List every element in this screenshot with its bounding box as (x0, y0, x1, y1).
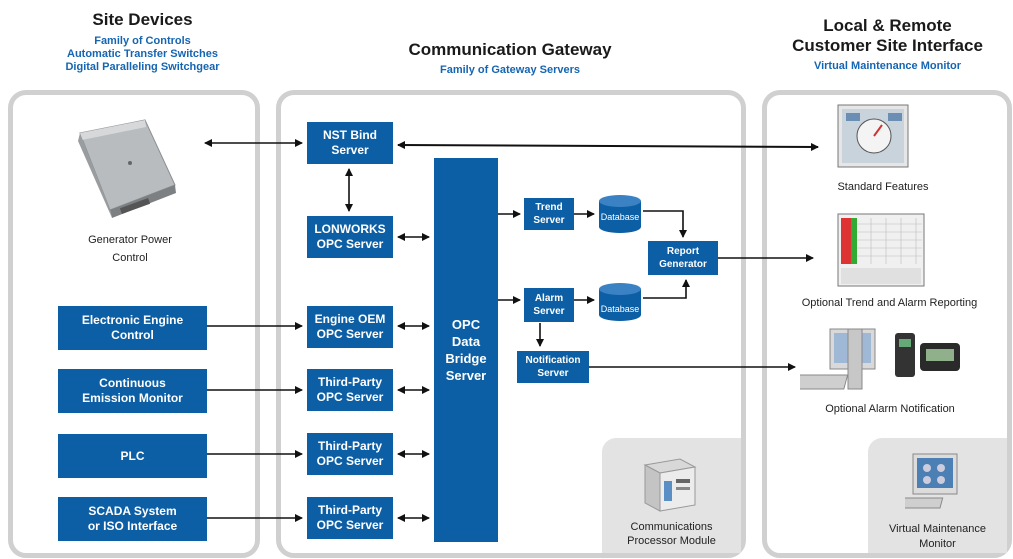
scada-box: SCADA System or ISO Interface (58, 497, 207, 541)
generator-label: Generator Power Control (60, 233, 200, 265)
report-generator-line1: Report (666, 246, 700, 257)
customer-sub1: Virtual Maintenance Monitor (813, 60, 962, 72)
gateway-sub1: Family of Gateway Servers (439, 64, 580, 76)
comm-processor-label: Communications Processor Module (602, 520, 741, 548)
site-devices-sub2: Automatic Transfer Switches (67, 48, 218, 60)
third-party-1-line2: OPC Server (316, 390, 384, 404)
plc-box: PLC (58, 434, 207, 478)
notification-server-line2: Server (537, 368, 569, 379)
vmm-image (905, 453, 958, 509)
standard-features-image (837, 104, 909, 168)
gateway-header: Communication Gateway Family of Gateway … (370, 40, 650, 77)
database-1-label: Database (600, 212, 640, 222)
emission-monitor-line2: Emission Monitor (82, 391, 183, 405)
opc-bridge-line1: OPC (451, 317, 481, 332)
scada-line1: SCADA System (88, 504, 177, 518)
electronic-engine-line2: Control (111, 328, 154, 342)
database-2-cylinder (599, 283, 641, 321)
third-party-3-line1: Third-Party (317, 503, 382, 517)
trend-server-line2: Server (533, 215, 565, 226)
gateway-title: Communication Gateway (408, 40, 612, 59)
comm-processor-line2: Processor Module (627, 535, 716, 547)
opc-bridge-line4: Server (445, 368, 487, 383)
generator-power-control-image (78, 119, 176, 218)
alarm-notification-label: Optional Alarm Notification (825, 403, 955, 415)
comm-processor-line1: Communications (630, 521, 713, 533)
alarm-notification-image (800, 328, 960, 390)
nst-bind-line1: NST Bind (323, 128, 377, 142)
third-party-2-line1: Third-Party (317, 439, 382, 453)
customer-header: Local & Remote Customer Site Interface V… (765, 16, 1010, 73)
arrow-nst-standard (397, 141, 819, 151)
database-1-cylinder (599, 195, 641, 233)
opc-bridge-line3: Bridge (445, 351, 487, 366)
trend-server-line1: Trend (535, 202, 563, 213)
database-2-label: Database (600, 304, 640, 314)
alarm-server-line1: Alarm (534, 293, 564, 304)
standard-features-label: Standard Features (837, 181, 929, 193)
arrow-db2-report (643, 279, 690, 299)
opc-data-bridge-server-box: OPC Data Bridge Server (434, 158, 498, 542)
arrow-db1-report (643, 210, 687, 238)
generator-label-line1: Generator Power (88, 234, 172, 246)
engine-oem-line2: OPC Server (316, 327, 384, 341)
site-devices-header: Site Devices Family of Controls Automati… (20, 10, 265, 74)
plc-label: PLC (120, 449, 145, 463)
site-devices-sub3: Digital Paralleling Switchgear (65, 61, 220, 73)
comm-processor-image (643, 458, 697, 512)
third-party-1-line1: Third-Party (317, 375, 382, 389)
report-generator-line2: Generator (659, 259, 707, 270)
notification-server-line1: Notification (525, 355, 581, 366)
site-devices-sub1: Family of Controls (94, 35, 191, 47)
vmm-line2: Monitor (919, 538, 956, 550)
engine-oem-line1: Engine OEM (314, 312, 386, 326)
customer-title2: Customer Site Interface (792, 36, 983, 55)
alarm-server-line2: Server (533, 306, 565, 317)
emission-monitor-line1: Continuous (99, 376, 166, 390)
emission-monitor-box: Continuous Emission Monitor (58, 369, 207, 413)
third-party-2-line2: OPC Server (316, 454, 384, 468)
vmm-line1: Virtual Maintenance (888, 523, 987, 535)
scada-line2: or ISO Interface (87, 519, 178, 533)
lonworks-line1: LONWORKS (314, 222, 386, 236)
nst-bind-line2: Server (331, 143, 369, 157)
trend-reporting-image (837, 213, 925, 287)
third-party-3-line2: OPC Server (316, 518, 384, 532)
vmm-label: Virtual Maintenance Monitor (868, 522, 1007, 552)
lonworks-line2: OPC Server (316, 237, 384, 251)
generator-label-line2: Control (112, 252, 148, 264)
electronic-engine-line1: Electronic Engine (81, 313, 184, 327)
electronic-engine-control-box: Electronic Engine Control (58, 306, 207, 350)
opc-bridge-line2: Data (451, 334, 481, 349)
trend-reporting-label: Optional Trend and Alarm Reporting (801, 297, 978, 309)
site-devices-title: Site Devices (92, 10, 193, 29)
customer-title1: Local & Remote (823, 16, 952, 35)
